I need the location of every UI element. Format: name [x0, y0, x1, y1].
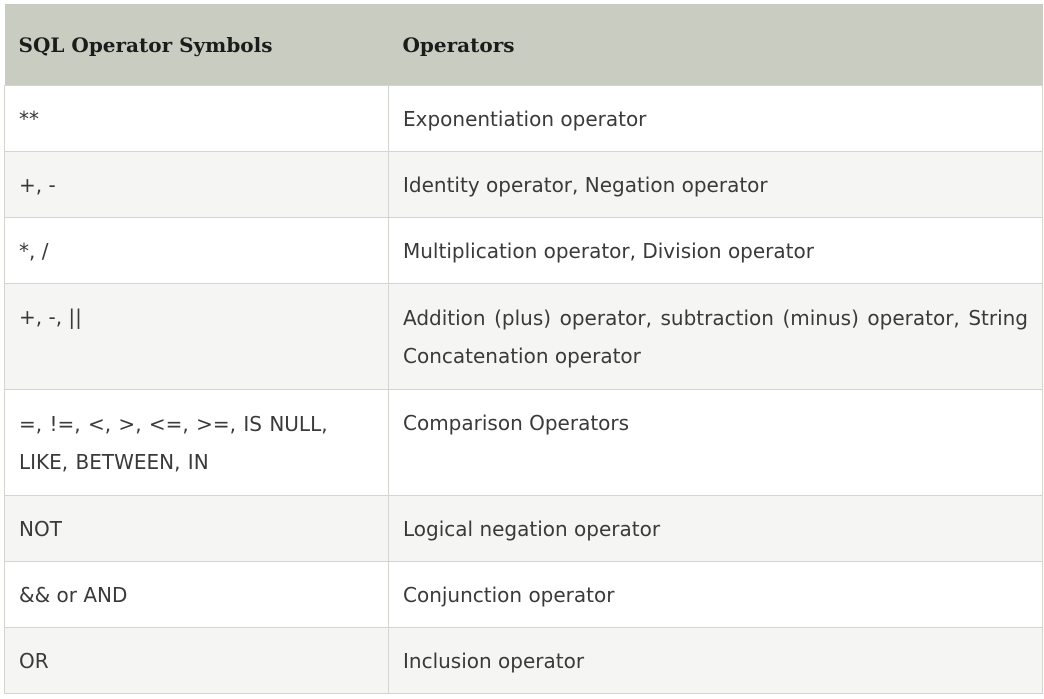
operator-cell: Exponentiation operator	[388, 85, 1043, 152]
operator-cell: Conjunction operator	[388, 561, 1043, 628]
table-row: *, / Multiplication operator, Division o…	[4, 217, 1043, 284]
symbol-cell: +, -	[4, 151, 389, 218]
operator-cell: Multiplication operator, Division operat…	[388, 217, 1043, 284]
operator-cell: Comparison Operators	[388, 389, 1043, 496]
table-row: =, !=, <, >, <=, >=, IS NULL, LIKE, BETW…	[4, 389, 1043, 496]
operators-table-container: SQL Operator Symbols Operators ** Expone…	[4, 4, 1043, 694]
operator-cell: Addition (plus) operator, subtraction (m…	[388, 283, 1043, 390]
header-operators: Operators	[388, 4, 1043, 86]
header-sql-operator-symbols: SQL Operator Symbols	[4, 4, 389, 86]
symbol-cell: =, !=, <, >, <=, >=, IS NULL, LIKE, BETW…	[4, 389, 389, 496]
table-row: NOT Logical negation operator	[4, 495, 1043, 562]
header-row: SQL Operator Symbols Operators	[4, 4, 1043, 86]
symbol-cell: OR	[4, 627, 389, 694]
table-row: OR Inclusion operator	[4, 627, 1043, 694]
table-row: ** Exponentiation operator	[4, 85, 1043, 152]
table-row: +, - Identity operator, Negation operato…	[4, 151, 1043, 218]
sql-operators-table: SQL Operator Symbols Operators ** Expone…	[4, 4, 1043, 694]
operator-cell: Identity operator, Negation operator	[388, 151, 1043, 218]
operator-cell: Logical negation operator	[388, 495, 1043, 562]
operator-cell-text: Addition (plus) operator, subtraction (m…	[403, 305, 1028, 368]
symbol-cell: **	[4, 85, 389, 152]
table-row: +, -, || Addition (plus) operator, subtr…	[4, 283, 1043, 390]
symbol-cell: && or AND	[4, 561, 389, 628]
table-header: SQL Operator Symbols Operators	[4, 4, 1043, 86]
symbol-cell: NOT	[4, 495, 389, 562]
table-body: ** Exponentiation operator +, - Identity…	[4, 85, 1043, 694]
table-row: && or AND Conjunction operator	[4, 561, 1043, 628]
operator-cell: Inclusion operator	[388, 627, 1043, 694]
symbol-cell: +, -, ||	[4, 283, 389, 390]
symbol-cell: *, /	[4, 217, 389, 284]
